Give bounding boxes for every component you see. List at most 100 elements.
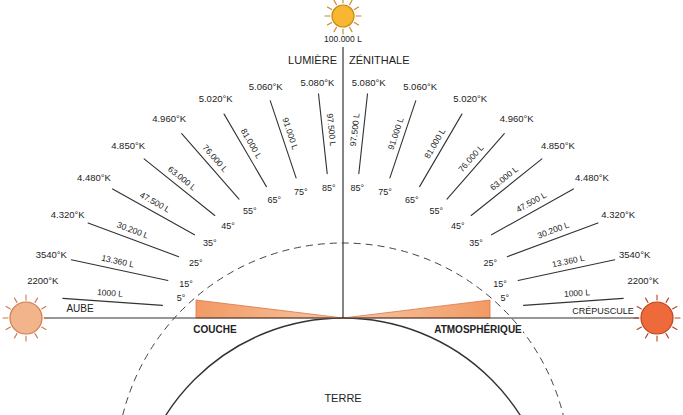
illuminance-value: 91.000 L [280, 116, 300, 152]
sun-ray [673, 307, 677, 310]
dawn-label: AUBE [65, 303, 94, 315]
sun-ray [35, 334, 38, 338]
earth-label: TERRE [323, 392, 362, 405]
sun-ray [637, 307, 641, 310]
color-temperature: 5.080°K [299, 78, 335, 89]
elevation-angle: 25° [188, 258, 204, 268]
color-temperature: 4.850°K [110, 141, 146, 152]
earth-outline [133, 318, 553, 415]
elevation-angle: 35° [468, 238, 484, 248]
elevation-angle: 5° [176, 293, 187, 303]
sun-ray [666, 334, 669, 338]
elevation-ray [224, 114, 266, 187]
sun-ray [334, 27, 337, 31]
dawn-sun [10, 302, 42, 334]
sun-ray [3, 317, 8, 318]
illuminance-value: 30.200 L [115, 220, 151, 241]
sun-ray [334, 0, 337, 4]
illuminance-value: 1000 L [95, 288, 124, 300]
elevation-angle: 85° [321, 183, 337, 193]
sun-ray [354, 7, 358, 10]
elevation-angle: 55° [428, 206, 444, 216]
sun-ray [354, 23, 358, 26]
elevation-angle: 65° [404, 195, 420, 205]
elevation-angle: 15° [178, 279, 194, 289]
horizon-line [44, 317, 639, 318]
elevation-angle: 75° [377, 187, 393, 197]
color-temperature: 3540°K [35, 250, 68, 261]
elevation-ray [420, 114, 462, 187]
illuminance-value: 30.200 L [535, 220, 571, 241]
color-temperature: 4.960°K [499, 114, 535, 125]
sun-ray [15, 298, 18, 302]
color-temperature: 2200°K [627, 276, 660, 287]
sun-ray [342, 29, 343, 34]
elevation-angle: 5° [500, 293, 511, 303]
color-temperature: 5.020°K [452, 94, 488, 105]
sun-ray [327, 23, 331, 26]
dusk-sun [641, 302, 673, 334]
color-temperature: 4.480°K [574, 173, 610, 184]
color-temperature: 2200°K [26, 276, 59, 287]
color-temperature: 5.060°K [402, 82, 438, 93]
elevation-angle: 45° [450, 221, 466, 231]
color-temperature: 5.060°K [248, 82, 284, 93]
sun-ray [656, 295, 657, 300]
layer-label: ATMOSPHÉRIQUE [433, 324, 523, 336]
zenith-title: ZÉNITHALE [348, 54, 411, 67]
sun-ray [675, 317, 680, 318]
sun-ray [15, 334, 18, 338]
sun-ray [656, 336, 657, 341]
atmosphere-wedge [343, 300, 490, 318]
elevation-angle: 35° [202, 238, 218, 248]
zenith-sun [332, 5, 354, 27]
sun-ray [42, 307, 46, 310]
zenith-line [342, 47, 343, 318]
color-temperature: 5.020°K [198, 94, 234, 105]
color-temperature: 3540°K [618, 250, 651, 261]
sun-ray [646, 334, 649, 338]
sun-ray [350, 27, 353, 31]
sun-ray [646, 298, 649, 302]
zenith-title: LUMIÈRE [287, 54, 338, 67]
color-temperature: 4.960°K [151, 114, 187, 125]
elevation-angle: 75° [293, 187, 309, 197]
sun-ray [25, 336, 26, 341]
elevation-angle: 55° [242, 206, 258, 216]
elevation-rays [63, 94, 623, 306]
atmosphere-wedge [196, 300, 343, 318]
sun-ray [325, 15, 330, 16]
sun-ray [342, 0, 343, 3]
sun-ray [673, 327, 677, 330]
zenith-illuminance: 100.000 L [323, 35, 363, 45]
suns [3, 0, 680, 341]
color-temperature: 4.850°K [540, 141, 576, 152]
elevation-angle: 65° [267, 195, 283, 205]
elevation-ray [359, 94, 368, 174]
illuminance-value: 91.000 L [386, 116, 406, 152]
color-temperature: 4.480°K [76, 173, 112, 184]
sun-ray [6, 327, 10, 330]
sun-ray [666, 298, 669, 302]
sun-ray [25, 295, 26, 300]
sun-ray [634, 317, 639, 318]
illuminance-value: 97.500 L [324, 112, 338, 148]
sun-ray [356, 15, 361, 16]
elevation-ray [524, 298, 624, 305]
elevation-angle: 85° [349, 183, 365, 193]
sun-ray [42, 327, 46, 330]
sun-ray [637, 327, 641, 330]
illuminance-value: 1000 L [562, 288, 591, 300]
elevation-angle: 45° [220, 221, 236, 231]
sun-ray [35, 298, 38, 302]
color-temperature: 4.320°K [50, 210, 86, 221]
sun-ray [6, 307, 10, 310]
elevation-angle: 15° [492, 279, 508, 289]
color-temperature: 4.320°K [600, 210, 636, 221]
color-temperature: 5.080°K [351, 78, 387, 89]
elevation-angle: 25° [483, 258, 499, 268]
dusk-label: CRÉPUSCULE [571, 306, 635, 316]
layer-label: COUCHE [192, 324, 237, 336]
